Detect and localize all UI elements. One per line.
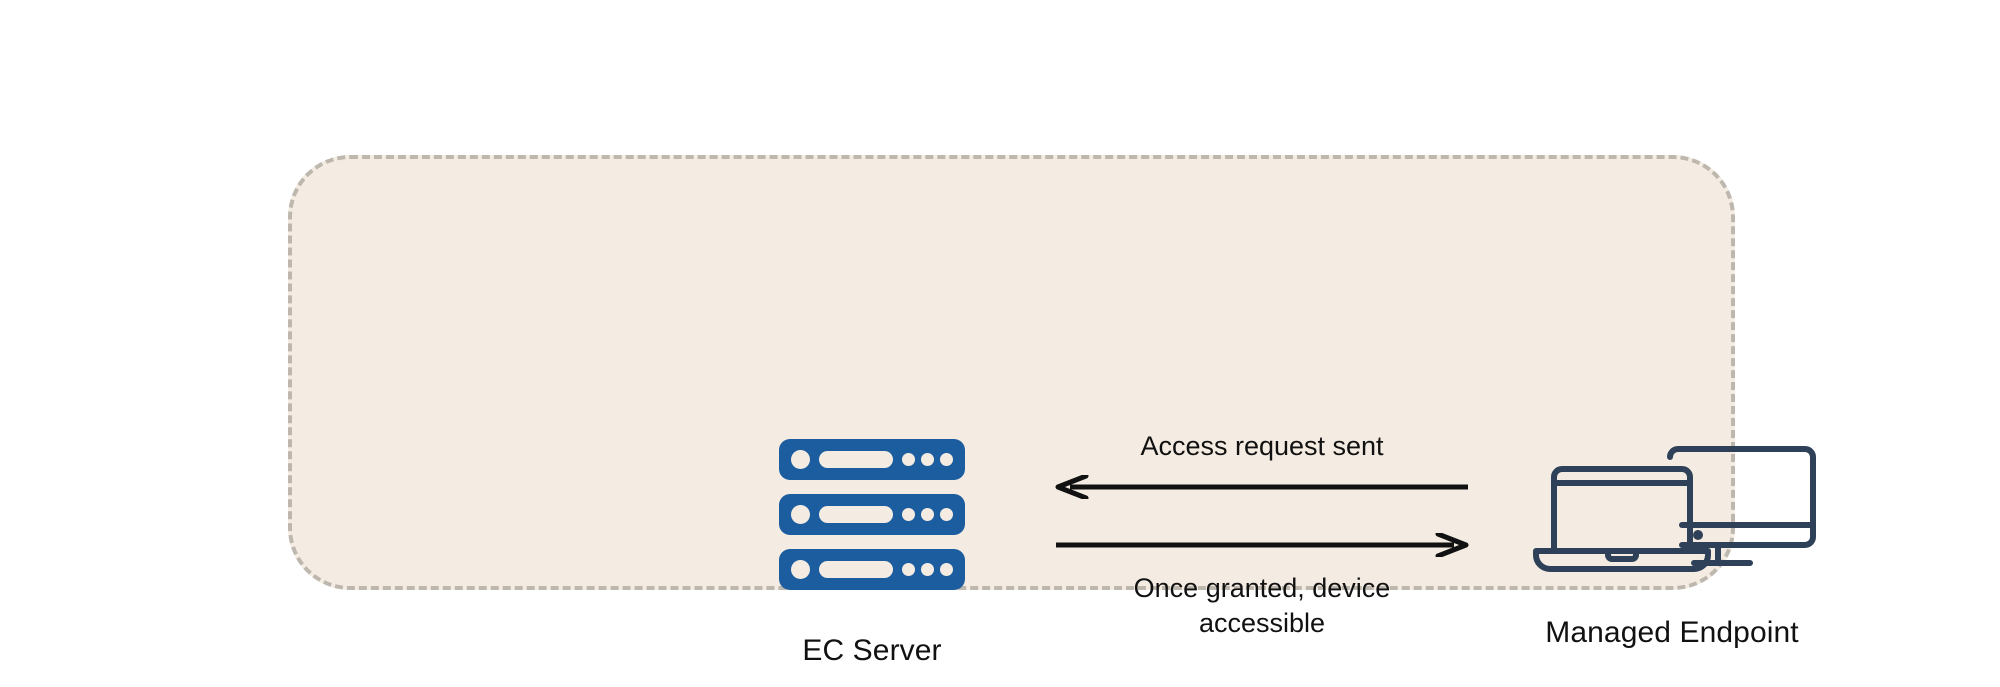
server-slot-icon: [819, 506, 893, 523]
laptop-and-monitor-icon: [1522, 439, 1822, 574]
server-slot-icon: [819, 561, 893, 578]
laptop-icon: [1533, 466, 1711, 572]
node-managed-endpoint[interactable]: Managed Endpoint: [1507, 439, 1837, 650]
node-label-ec-server: EC Server: [802, 634, 942, 667]
flow-caption-access-request: Access request sent: [1140, 431, 1384, 461]
server-led-icon: [791, 560, 810, 579]
server-indicator-dots-icon: [902, 563, 953, 576]
server-rack-unit: [779, 549, 965, 590]
node-label-managed-endpoint: Managed Endpoint: [1545, 616, 1799, 649]
server-rack-unit: [779, 494, 965, 535]
server-led-icon: [791, 505, 810, 524]
flow-caption-line-2: accessible: [1198, 608, 1326, 639]
diagram-container: EC Server Access request sent Once grant…: [288, 155, 1816, 667]
arrow-right-to-left: [1055, 474, 1468, 499]
node-ec-server[interactable]: EC Server: [742, 439, 1002, 668]
server-rack-unit: [779, 439, 965, 480]
flow-caption-access-granted: Once granted, device accessible: [1052, 571, 1472, 642]
device-art-svg: [1533, 446, 1816, 572]
server-led-icon: [791, 450, 810, 469]
arrow-spacer: [1052, 499, 1472, 533]
server-indicator-dots-icon: [902, 508, 953, 521]
flow-group: Access request sent Once granted, device…: [1052, 429, 1472, 642]
server-stack-icon: [779, 439, 965, 590]
flow-caption-line-1: Once granted, device: [1133, 572, 1391, 603]
server-indicator-dots-icon: [902, 453, 953, 466]
arrow-left-to-right: [1056, 532, 1469, 557]
server-slot-icon: [819, 451, 893, 468]
